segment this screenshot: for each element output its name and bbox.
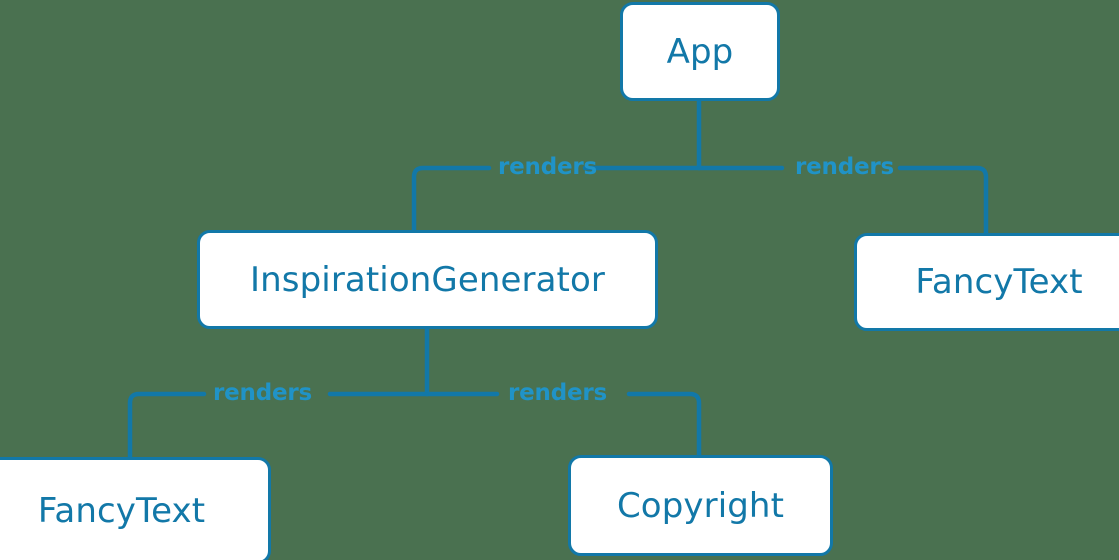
node-fancytext-right[interactable]: FancyText (854, 233, 1119, 331)
node-inspiration-generator-label: InspirationGenerator (250, 259, 605, 300)
node-copyright[interactable]: Copyright (568, 455, 833, 556)
node-app-label: App (666, 31, 734, 72)
edge-label-inspiration-generator-to-fancytext-left: renders (213, 380, 313, 406)
node-fancytext-right-label: FancyText (915, 262, 1083, 302)
edge-label-inspiration-generator-to-copyright: renders (508, 380, 608, 406)
edge-label-app-to-inspiration-generator: renders (498, 154, 598, 180)
node-fancytext-left[interactable]: FancyText (0, 457, 271, 560)
node-copyright-label: Copyright (616, 485, 785, 526)
edge-label-app-to-fancytext-right: renders (795, 154, 895, 180)
node-inspiration-generator[interactable]: InspirationGenerator (197, 230, 658, 329)
node-app[interactable]: App (620, 2, 780, 101)
node-fancytext-left-label: FancyText (37, 490, 206, 531)
